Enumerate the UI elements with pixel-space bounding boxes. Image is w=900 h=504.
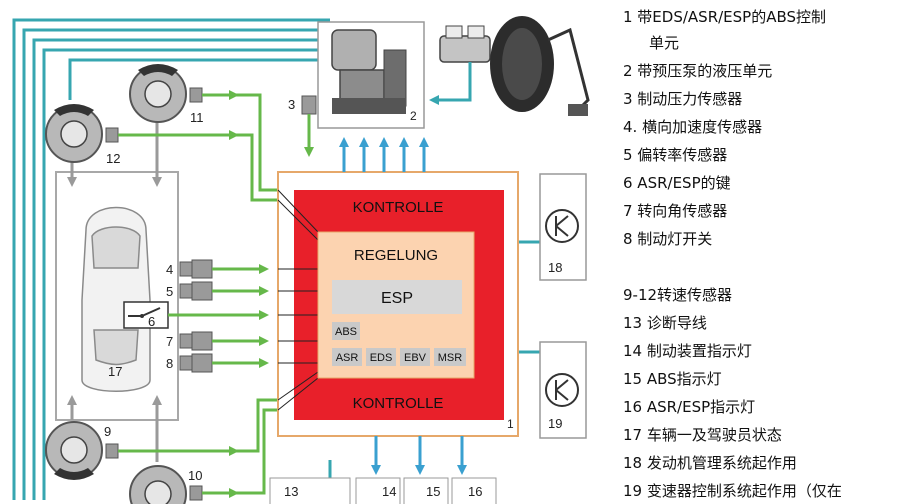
sensor-4: 4 [166, 259, 213, 279]
component-number-19: 19 [548, 416, 562, 431]
esp-label: ESP [381, 290, 413, 307]
legend-item: 7 转向角传感器 [623, 202, 728, 220]
component-number-12: 12 [106, 151, 120, 166]
module-msr: MSR [434, 348, 466, 366]
legend-item: 15 ABS指示灯 [623, 370, 722, 388]
sensor-signal-arrows [168, 264, 269, 368]
component-number-7: 7 [166, 334, 173, 349]
sensor-5: 5 [166, 281, 213, 301]
hydraulic-control-arrows [339, 137, 429, 172]
component-number-9: 9 [104, 424, 111, 439]
kontrolle-label-top: KONTROLLE [353, 199, 444, 216]
abs-warning-lamp-box: 15 [403, 477, 449, 504]
component-number-16: 16 [468, 484, 482, 499]
legend-item: 单元 [649, 34, 680, 52]
component-number-2: 2 [410, 109, 417, 123]
teal-bus-lines [12, 18, 330, 500]
legend-item: 14 制动装置指示灯 [623, 342, 752, 360]
hydraulic-unit [331, 29, 407, 114]
legend-item: 4. 横向加速度传感器 [623, 118, 763, 136]
sensor-8: 8 [166, 353, 213, 373]
legend-item: 1 带EDS/ASR/ESP的ABS控制 [623, 8, 827, 26]
module-eds: EDS [366, 348, 396, 366]
component-number-4: 4 [166, 262, 173, 277]
wheel-signal-arrows [118, 90, 278, 498]
wheel-speed-sensor-10: 10 [129, 465, 203, 504]
legend-item: 2 带预压泵的液压单元 [623, 62, 773, 80]
svg-text:MSR: MSR [438, 352, 463, 364]
legend-item: 5 偏转率传感器 [623, 146, 728, 164]
sensor-7: 7 [166, 331, 213, 351]
legend-item: 18 发动机管理系统起作用 [623, 454, 797, 472]
svg-text:ABS: ABS [335, 326, 357, 338]
brake-warning-lamp-box: 14 [355, 477, 401, 504]
svg-text:EBV: EBV [404, 352, 427, 364]
component-number-8: 8 [166, 356, 173, 371]
regelung-label: REGELUNG [354, 247, 438, 264]
asr-esp-switch: 6 [123, 301, 169, 329]
legend-item: 9-12转速传感器 [623, 286, 733, 304]
legend-item: 16 ASR/ESP指示灯 [623, 398, 756, 416]
module-abs: ABS [332, 322, 360, 340]
legend-item: 3 制动压力传感器 [623, 90, 743, 108]
svg-text:EDS: EDS [370, 352, 393, 364]
component-number-13: 13 [284, 484, 298, 499]
component-number-6: 6 [148, 314, 155, 329]
component-number-17: 17 [108, 364, 122, 379]
component-number-1: 1 [507, 417, 514, 431]
legend-item: 13 诊断导线 [623, 314, 707, 332]
esp-system-diagram: 17 11 12 9 10 [12, 16, 590, 504]
component-legend: 1 带EDS/ASR/ESP的ABS控制 单元 2 带预压泵的液压单元 3 制动… [623, 0, 900, 504]
component-number-5: 5 [166, 284, 173, 299]
svg-text:ASR: ASR [336, 352, 359, 364]
legend-item: 6 ASR/ESP的键 [623, 174, 731, 192]
engine-management-box: 18 [539, 173, 587, 281]
component-number-15: 15 [426, 484, 440, 499]
legend-item: 8 制动灯开关 [623, 230, 713, 248]
asr-esp-warning-lamp-box: 16 [451, 477, 497, 504]
kontrolle-label-bottom: KONTROLLE [353, 395, 444, 412]
vehicle-top-view [81, 206, 151, 392]
wheel-speed-sensor-12: 12 [45, 104, 120, 166]
diagnostic-line-box: 13 [269, 477, 351, 504]
module-ebv: EBV [400, 348, 430, 366]
internal-wires [277, 189, 319, 411]
component-number-18: 18 [548, 260, 562, 275]
legend-item: 19 变速器控制系统起作用（仅在 [623, 482, 842, 500]
legend-item: 17 车辆一及驾驶员状态 [623, 426, 782, 444]
brake-booster-assembly [439, 16, 590, 116]
brake-pressure-sensor: 3 [288, 95, 317, 157]
component-number-3: 3 [288, 97, 295, 112]
component-number-14: 14 [382, 484, 396, 499]
module-asr: ASR [332, 348, 362, 366]
component-number-11: 11 [190, 110, 204, 125]
output-arrows [371, 436, 467, 475]
component-number-10: 10 [188, 468, 202, 483]
esp-block [332, 280, 462, 314]
wheel-speed-sensor-9: 9 [45, 421, 119, 480]
pressure-line [429, 62, 472, 105]
wheel-speed-sensor-11: 11 [129, 64, 204, 125]
transmission-control-box: 19 [539, 341, 587, 439]
